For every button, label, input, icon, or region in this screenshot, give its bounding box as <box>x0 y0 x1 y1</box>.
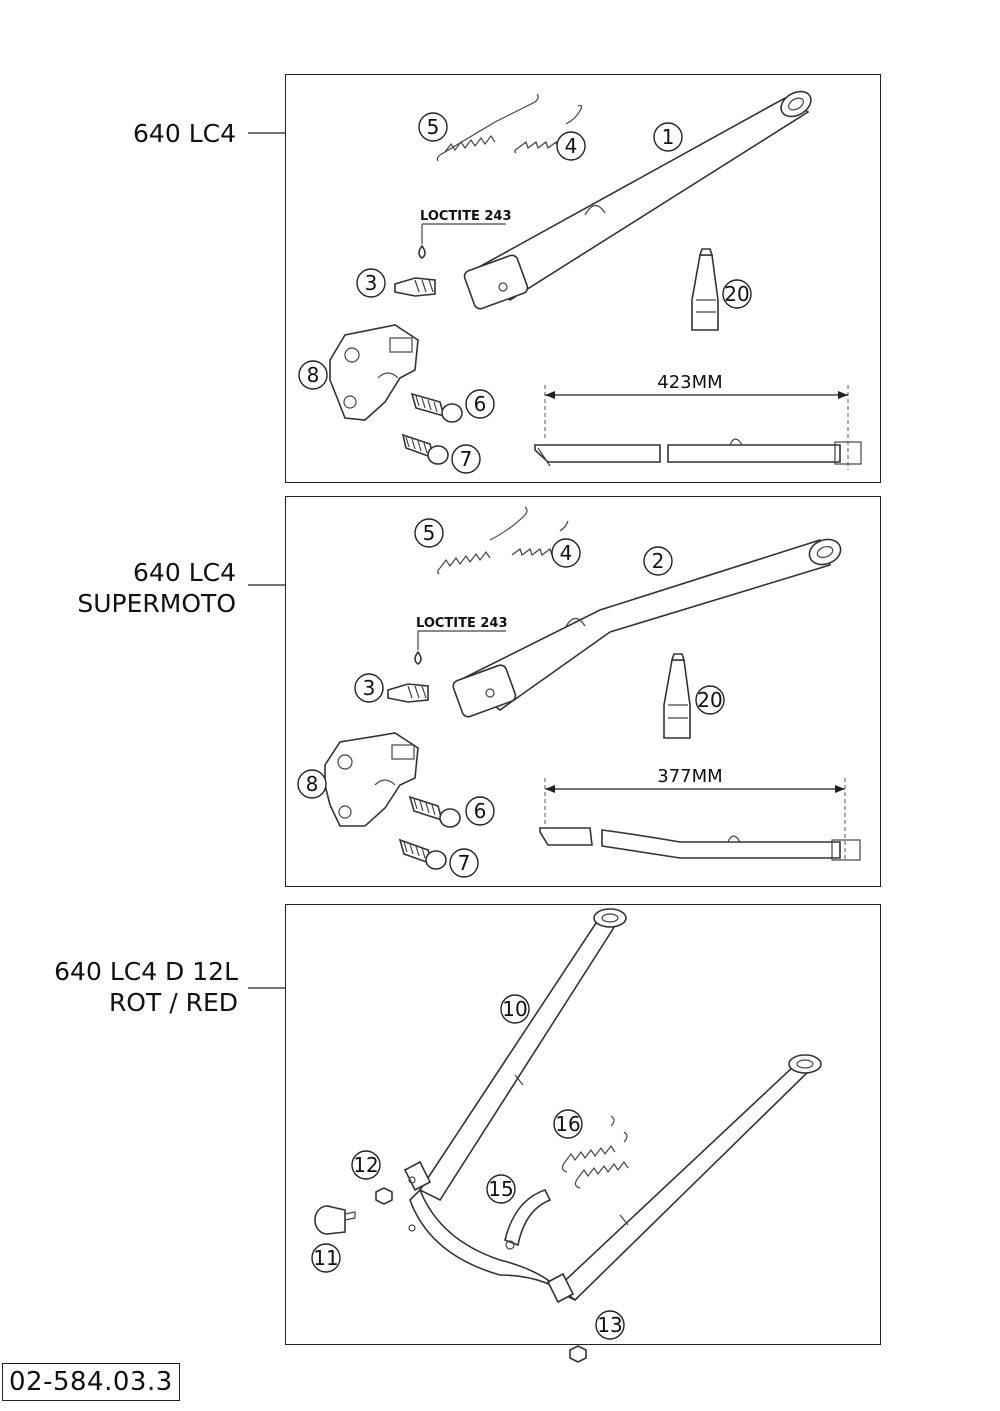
side-stand-1-icon <box>463 90 812 310</box>
section-1-loctite-label: LOCTITE 243 <box>420 209 512 224</box>
callout-s1-1: 1 <box>653 122 683 152</box>
svg-text:7: 7 <box>460 447 473 471</box>
svg-text:11: 11 <box>313 1246 338 1270</box>
section-1-dimension-drawing: 423MM <box>534 372 862 470</box>
callout-s1-5: 5 <box>418 112 448 142</box>
bracket-8b-icon <box>324 732 419 827</box>
svg-text:6: 6 <box>474 392 487 416</box>
callout-s1-4: 4 <box>556 131 586 161</box>
svg-text:15: 15 <box>488 1177 513 1201</box>
section-2-dimension-drawing: 377MM <box>539 766 861 862</box>
screw-7b-icon <box>398 838 447 870</box>
nut-13-icon <box>569 1345 587 1363</box>
svg-text:8: 8 <box>306 772 319 796</box>
svg-text:3: 3 <box>365 271 378 295</box>
svg-text:8: 8 <box>307 363 320 387</box>
svg-text:20: 20 <box>724 282 749 306</box>
section-1-label: 640 LC4 <box>60 118 236 149</box>
svg-text:5: 5 <box>427 115 440 139</box>
side-stand-2-icon <box>452 538 842 718</box>
bracket-15-icon <box>504 1189 552 1250</box>
loctite-drop-icon <box>418 244 426 259</box>
svg-text:5: 5 <box>423 521 436 545</box>
spring-5-icon <box>436 93 539 162</box>
svg-text:12: 12 <box>353 1153 378 1177</box>
callout-s2-2: 2 <box>643 546 673 576</box>
callout-s2-7: 7 <box>449 848 479 878</box>
svg-text:2: 2 <box>652 549 665 573</box>
section-2-loctite-label: LOCTITE 243 <box>416 616 508 631</box>
callout-s2-8: 8 <box>297 769 327 799</box>
callout-s3-11: 11 <box>311 1243 341 1273</box>
bracket-8-icon <box>329 324 419 421</box>
svg-text:4: 4 <box>560 541 573 565</box>
svg-text:10: 10 <box>502 997 527 1021</box>
svg-text:7: 7 <box>458 851 471 875</box>
loctite-drop-2-icon <box>414 650 422 665</box>
section-2-label-line-1: 640 LC4 <box>133 558 236 587</box>
callout-s3-12: 12 <box>351 1150 381 1180</box>
screw-6b-icon <box>408 795 461 828</box>
callout-s1-20: 20 <box>722 279 752 309</box>
buffer-11-icon <box>314 1205 356 1235</box>
nut-12-icon <box>375 1187 393 1205</box>
callout-s2-20: 20 <box>695 685 725 715</box>
section-2-label: 640 LC4 SUPERMOTO <box>40 557 236 619</box>
section-3-label-line-1: 640 LC4 D 12L <box>54 957 238 986</box>
svg-text:4: 4 <box>565 134 578 158</box>
callout-s2-5: 5 <box>414 518 444 548</box>
callout-s2-3: 3 <box>354 673 384 703</box>
section-1-label-line-1: 640 LC4 <box>133 119 236 148</box>
screw-7-icon <box>401 433 449 465</box>
section-3-label-line-2: ROT / RED <box>108 988 238 1017</box>
callout-s3-13: 13 <box>595 1310 625 1340</box>
callout-s1-8: 8 <box>298 360 328 390</box>
callout-s1-6: 6 <box>465 389 495 419</box>
callout-s1-3: 3 <box>356 268 386 298</box>
screw-6-icon <box>410 392 463 423</box>
svg-text:16: 16 <box>555 1112 580 1136</box>
section-2-dimension-label: 377MM <box>657 766 722 787</box>
svg-text:13: 13 <box>597 1313 622 1337</box>
callout-s1-7: 7 <box>451 444 481 474</box>
center-stand-10-icon <box>403 908 822 1304</box>
section-2-label-line-2: SUPERMOTO <box>77 589 236 618</box>
document-number: 02-584.03.3 <box>2 1363 180 1401</box>
screw-3b-icon <box>387 683 429 703</box>
section-3-label: 640 LC4 D 12L ROT / RED <box>20 956 238 1018</box>
callouts: 5 4 1 3 20 8 6 7 5 4 2 3 20 8 6 7 10 16 … <box>297 112 752 1340</box>
svg-text:20: 20 <box>697 688 722 712</box>
loctite-bottle-20b-icon <box>663 653 691 739</box>
loctite-bottle-20-icon <box>691 248 719 331</box>
callout-s3-10: 10 <box>500 994 530 1024</box>
callout-s2-4: 4 <box>551 538 581 568</box>
section-1-dimension-label: 423MM <box>657 372 722 393</box>
callout-s3-16: 16 <box>553 1109 583 1139</box>
callout-s3-15: 15 <box>486 1174 516 1204</box>
svg-text:6: 6 <box>474 799 487 823</box>
screw-3-icon <box>394 277 436 297</box>
spring-16-icon <box>561 1115 629 1189</box>
spring-5b-icon <box>437 506 528 575</box>
svg-text:3: 3 <box>363 676 376 700</box>
callout-s2-6: 6 <box>465 796 495 826</box>
svg-text:1: 1 <box>662 125 675 149</box>
